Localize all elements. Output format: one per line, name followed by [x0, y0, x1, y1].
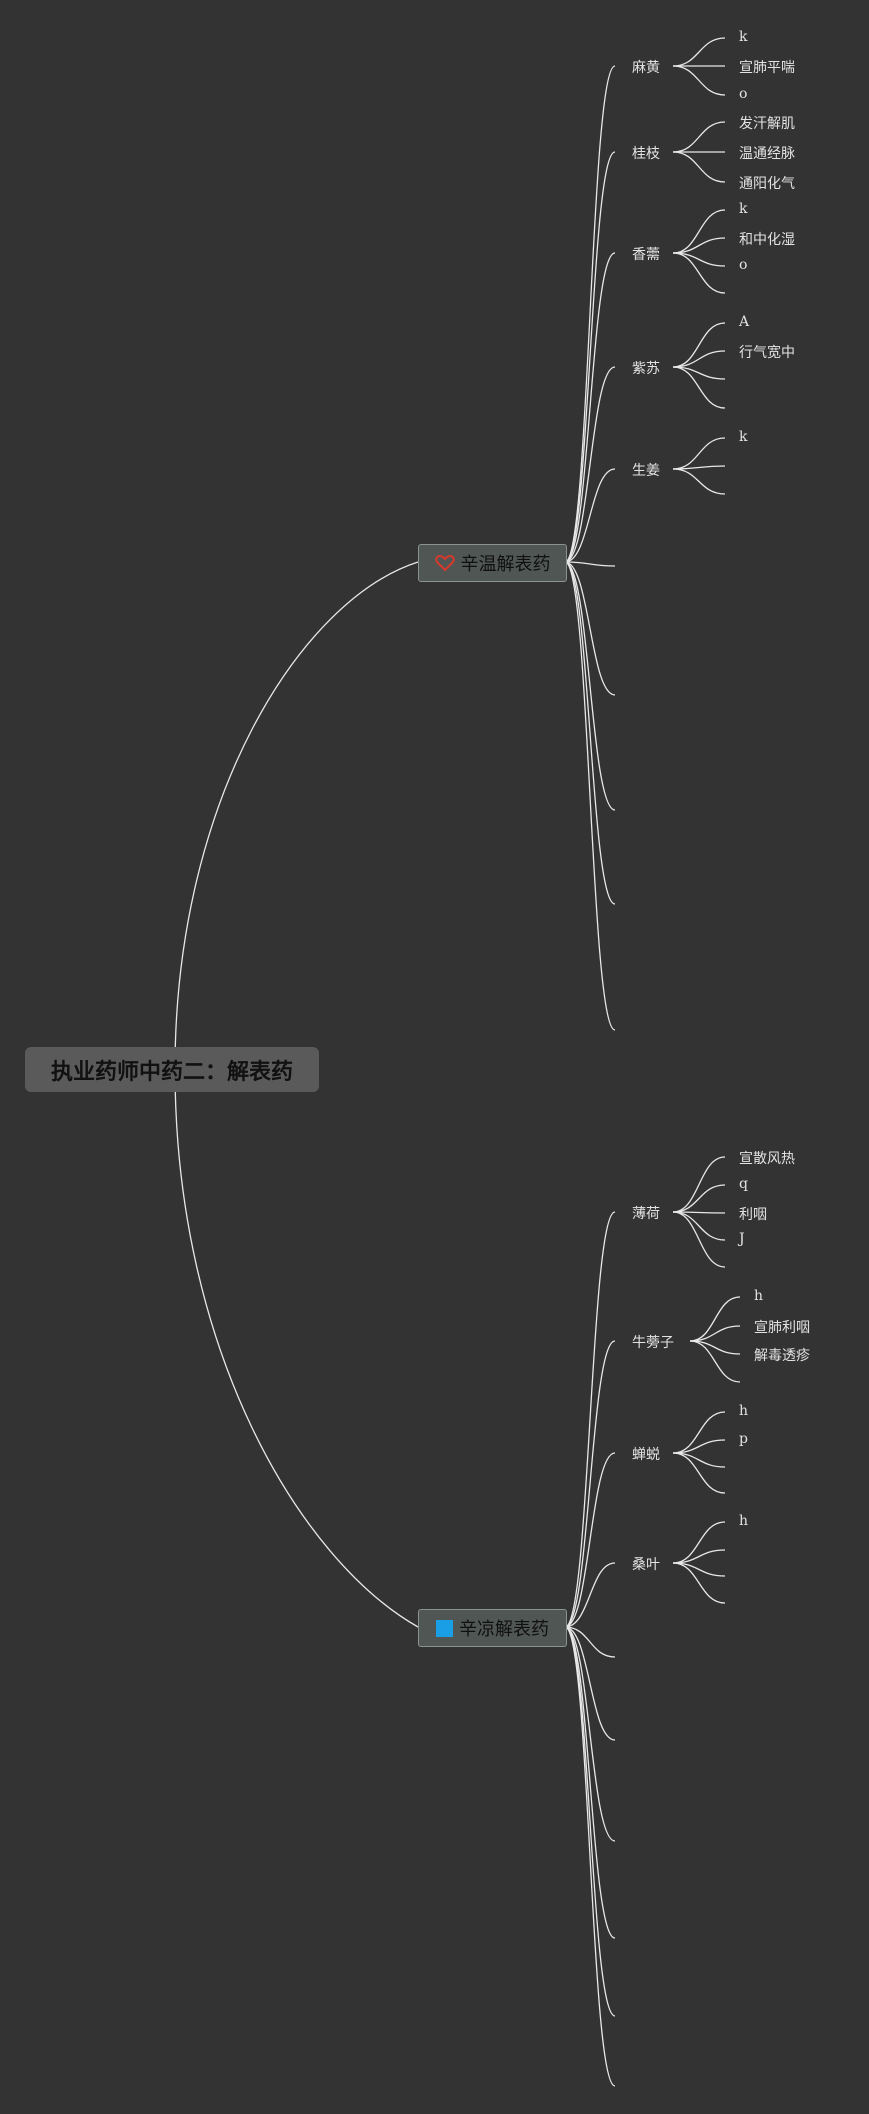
leaf-node-1-3-0[interactable]: h: [739, 1513, 749, 1529]
branch-1-empty-child-3-line: [564, 1626, 616, 1939]
leaf-node-0-1-0[interactable]: 发汗解肌: [739, 116, 795, 132]
leaf-node-1-1-1[interactable]: 宣肺利咽: [754, 1320, 810, 1336]
branch-0-to-herb-3-line: [564, 366, 616, 563]
herb-1-3-leaf-0-line: [672, 1521, 726, 1564]
leaf-node-0-0-0[interactable]: k: [739, 29, 748, 45]
herb-1-1-leaf-0-line: [689, 1296, 741, 1342]
blue-square-icon: [436, 1619, 453, 1637]
herb-1-2-leaf-0-line: [672, 1411, 726, 1454]
leaf-node-0-2-0[interactable]: k: [739, 201, 748, 217]
branch-1-empty-child-0-line: [564, 1626, 616, 1658]
branch-0-empty-child-4-line: [564, 561, 616, 1031]
branch-1-empty-child-1-line: [564, 1626, 616, 1741]
leaf-node-0-1-1[interactable]: 温通经脉: [739, 146, 795, 162]
herb-1-0-leaf-0-line: [672, 1156, 726, 1213]
leaf-node-0-3-1[interactable]: 行气宽中: [739, 345, 795, 361]
herb-1-2-leaf-3-line: [672, 1452, 726, 1494]
herb-1-1-leaf-1-line: [689, 1325, 741, 1342]
leaf-node-0-3-0[interactable]: A: [739, 314, 750, 330]
herb-0-3-leaf-0-line: [672, 322, 726, 368]
herb-1-0-leaf-3-line: [672, 1211, 726, 1241]
herb-node-1-0[interactable]: 薄荷: [632, 1206, 660, 1222]
herb-1-0-leaf-1-line: [672, 1184, 726, 1213]
herb-1-2-leaf-1-line: [672, 1439, 726, 1454]
herb-1-0-leaf-4-line: [672, 1211, 726, 1268]
branch-node-cool[interactable]: 辛凉解表药: [418, 1609, 567, 1647]
branch-1-to-herb-3-line: [564, 1562, 616, 1628]
herb-node-0-0[interactable]: 麻黄: [632, 60, 660, 76]
herb-0-2-leaf-0-line: [672, 209, 726, 254]
leaf-node-1-2-1[interactable]: p: [739, 1431, 748, 1447]
herb-0-0-leaf-2-line: [672, 65, 726, 96]
leaf-node-0-0-1[interactable]: 宣肺平喘: [739, 60, 795, 76]
leaf-node-0-4-0[interactable]: k: [739, 429, 748, 445]
herb-node-0-2[interactable]: 香薷: [632, 247, 660, 263]
branch-label-warm: 辛温解表药: [460, 554, 551, 575]
branch-0-to-herb-0-line: [564, 65, 616, 563]
root-to-cool-line: [174, 1068, 419, 1628]
branch-1-empty-child-2-line: [564, 1626, 616, 1842]
leaf-node-0-1-2[interactable]: 通阳化气: [739, 176, 795, 192]
herb-1-3-leaf-1-line: [672, 1549, 726, 1564]
herb-0-3-leaf-3-line: [672, 366, 726, 409]
leaf-node-1-1-0[interactable]: h: [754, 1288, 764, 1304]
root-to-warm-line: [174, 561, 419, 1070]
herb-1-3-leaf-3-line: [672, 1562, 726, 1604]
leaf-node-0-2-1[interactable]: 和中化湿: [739, 232, 795, 248]
herb-0-4-leaf-2-line: [672, 468, 726, 495]
herb-0-1-leaf-2-line: [672, 151, 726, 183]
herb-node-0-1[interactable]: 桂枝: [632, 146, 660, 162]
herb-0-1-leaf-0-line: [672, 121, 726, 153]
branch-0-to-herb-2-line: [564, 252, 616, 563]
leaf-node-0-0-2[interactable]: o: [739, 86, 748, 102]
branch-0-to-herb-4-line: [564, 468, 616, 563]
leaf-node-1-0-2[interactable]: 利咽: [739, 1207, 767, 1223]
leaf-node-0-2-2[interactable]: o: [739, 257, 748, 273]
branch-1-empty-child-4-line: [564, 1626, 616, 2017]
heart-outline-icon: [434, 555, 455, 572]
branch-1-to-herb-1-line: [564, 1340, 616, 1628]
branch-1-to-herb-2-line: [564, 1452, 616, 1628]
branch-0-to-herb-1-line: [564, 151, 616, 563]
leaf-node-1-1-2[interactable]: 解毒透疹: [754, 1348, 810, 1364]
herb-node-0-3[interactable]: 紫苏: [632, 361, 660, 377]
root-node[interactable]: 执业药师中药二：解表药: [25, 1047, 319, 1092]
branch-0-empty-child-0-line: [564, 561, 616, 567]
leaf-node-1-0-3[interactable]: J: [739, 1231, 745, 1247]
branch-label-cool: 辛凉解表药: [459, 1619, 549, 1640]
leaf-node-1-0-0[interactable]: 宣散风热: [739, 1151, 795, 1167]
herb-0-3-leaf-1-line: [672, 350, 726, 368]
branch-0-empty-child-2-line: [564, 561, 616, 811]
herb-0-0-leaf-0-line: [672, 37, 726, 67]
leaf-node-1-2-0[interactable]: h: [739, 1403, 749, 1419]
herb-node-1-1[interactable]: 牛蒡子: [632, 1335, 674, 1351]
branch-0-empty-child-3-line: [564, 561, 616, 905]
root-label: 执业药师中药二：解表药: [50, 1059, 293, 1085]
branch-node-warm[interactable]: 辛温解表药: [418, 544, 567, 582]
branch-1-empty-child-5-line: [564, 1626, 616, 2087]
herb-0-2-leaf-3-line: [672, 252, 726, 294]
herb-node-1-2[interactable]: 蝉蜕: [632, 1447, 660, 1463]
herb-0-4-leaf-0-line: [672, 437, 726, 470]
herb-1-1-leaf-3-line: [689, 1340, 741, 1383]
herb-0-2-leaf-1-line: [672, 237, 726, 254]
leaf-node-1-0-1[interactable]: q: [739, 1176, 748, 1192]
branch-0-empty-child-1-line: [564, 561, 616, 696]
branch-1-to-herb-0-line: [564, 1211, 616, 1628]
herb-node-0-4[interactable]: 生姜: [632, 463, 660, 479]
herb-node-1-3[interactable]: 桑叶: [632, 1557, 660, 1573]
